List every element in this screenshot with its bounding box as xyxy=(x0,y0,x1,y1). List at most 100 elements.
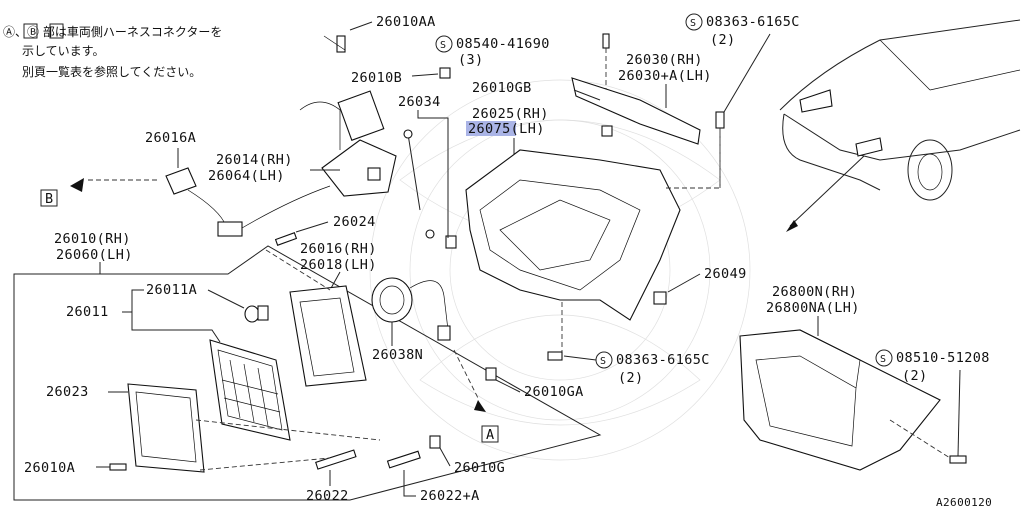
harness-26016A xyxy=(187,189,227,227)
label-26022: 26022 xyxy=(306,488,349,504)
car-pointer-arrow-icon xyxy=(786,220,798,232)
label-08510-51208: 08510-51208 xyxy=(896,350,990,366)
qty-08510: (2) xyxy=(902,368,928,384)
leader-26049 xyxy=(667,273,701,293)
nut-26049 xyxy=(653,291,667,305)
clip-26010G xyxy=(429,435,441,449)
arrow-a-icon xyxy=(474,400,486,412)
label-26010rh: 26010(RH) xyxy=(54,231,131,247)
dashed-align-1 xyxy=(265,249,331,291)
screw-08510 xyxy=(889,369,967,464)
note-line-3: 別頁一覧表を参照してください。 xyxy=(22,64,201,79)
upper-panel-26030 xyxy=(571,77,701,145)
label-ref-b: B xyxy=(45,191,54,207)
qty-08363-top: (2) xyxy=(710,32,736,48)
label-26010GA: 26010GA xyxy=(524,384,584,400)
connector-plug xyxy=(217,221,243,237)
label-26064lh: 26064(LH) xyxy=(208,168,285,184)
sealed-beam-26011 xyxy=(209,339,291,441)
label-26010B: 26010B xyxy=(351,70,402,86)
adjuster-26022 xyxy=(315,449,357,470)
label-26022A: 26022+A xyxy=(420,488,480,504)
label-26010AA: 26010AA xyxy=(376,14,436,30)
car-pointer-line xyxy=(789,155,865,227)
ref-box-a-diagram xyxy=(481,425,499,443)
label-26023: 26023 xyxy=(46,384,89,400)
car-illustration xyxy=(779,19,1021,201)
label-26010G: 26010G xyxy=(454,460,505,476)
label-08363-mid: 08363-6165C xyxy=(616,352,710,368)
label-26016A: 26016A xyxy=(145,130,196,146)
label-26011A: 26011A xyxy=(146,282,197,298)
lamp-assembly-group-outline xyxy=(13,245,602,501)
screw-26010A xyxy=(109,463,127,471)
label-26018lh: 26018(LH) xyxy=(300,257,377,273)
note-line-2: 示しています。 xyxy=(22,44,104,58)
label-26030rh: 26030(RH) xyxy=(626,52,703,68)
connector-26016A xyxy=(165,167,197,195)
housing-opening xyxy=(499,199,611,271)
label-08363-top: 08363-6165C xyxy=(706,14,800,30)
label-26025rh: 26025(RH) xyxy=(472,106,549,122)
s-mark-08510-letter: S xyxy=(880,354,886,365)
s-mark-08510 xyxy=(875,349,893,367)
harness-motor xyxy=(241,185,331,229)
notes-block: Ⓐ、Ⓑ 部は車両側ハーネスコネクターを 示しています。 別頁一覧表を参照してくだ… xyxy=(3,23,222,79)
leader-26034 xyxy=(417,110,449,238)
label-26010A: 26010A xyxy=(24,460,75,476)
ref-box-b-diagram xyxy=(40,189,58,207)
screw-26024 xyxy=(274,232,298,246)
housing-26075 xyxy=(465,149,681,321)
label-26030alh: 26030+A(LH) xyxy=(618,68,712,84)
label-26011: 26011 xyxy=(66,304,109,320)
note-line-1: Ⓐ、Ⓑ 部は車両側ハーネスコネクターを xyxy=(3,24,222,39)
screw-08363-mid xyxy=(547,351,597,361)
leader-26022A xyxy=(403,470,416,497)
s-mark-08363-mid xyxy=(595,351,613,369)
dashed-panel-screw xyxy=(666,130,721,189)
leader-26010GA xyxy=(495,379,521,393)
s-mark-08363-mid-letter: S xyxy=(600,356,606,367)
dashed-align-2 xyxy=(195,419,381,441)
leader-26024 xyxy=(295,221,329,233)
clip-26010GB xyxy=(601,125,613,137)
leader-26010B xyxy=(411,73,439,77)
label-26010GB: 26010GB xyxy=(472,80,532,96)
leader-26011A xyxy=(207,289,245,309)
bulb-26011A xyxy=(244,305,269,323)
bezel-26023 xyxy=(127,383,205,473)
s-mark-08363-top-letter: S xyxy=(690,18,696,29)
highlight-26075 xyxy=(466,121,516,136)
adjuster-26022A xyxy=(386,450,421,469)
dashed-align-3 xyxy=(199,457,331,471)
ref-box-b xyxy=(49,23,64,39)
ref-box-a xyxy=(23,23,38,39)
label-ref-a: A xyxy=(486,427,495,443)
figure-id: A2600120 xyxy=(936,496,992,509)
cover-26800N xyxy=(739,329,941,471)
s-mark-08540 xyxy=(435,35,453,53)
label-26014rh: 26014(RH) xyxy=(216,152,293,168)
arrow-b-icon xyxy=(70,178,84,192)
leader-26010G xyxy=(439,447,451,467)
retaining-frame-26016 xyxy=(289,285,367,387)
label-26800Nrh: 26800N(RH) xyxy=(772,284,857,300)
qty-08363-mid: (2) xyxy=(618,370,644,386)
leader-26011-upper xyxy=(122,289,144,313)
qty-08540: (3) xyxy=(458,52,484,68)
leveling-motor-26014 xyxy=(299,90,397,197)
clip-26010GA xyxy=(485,367,497,381)
label-26034: 26034 xyxy=(398,94,441,110)
housing-inner-frame xyxy=(479,179,641,291)
bolt-26010AA xyxy=(323,21,373,53)
leader-26011-lower xyxy=(131,312,221,343)
s-mark-08540-letter: S xyxy=(440,40,446,51)
leader-26010GB xyxy=(573,89,601,101)
label-26049: 26049 xyxy=(704,266,747,282)
label-26800NAlh: 26800NA(LH) xyxy=(766,300,860,316)
dashed-a-line xyxy=(453,349,479,399)
bulb-socket-26038N xyxy=(371,277,451,341)
label-26016rh: 26016(RH) xyxy=(300,241,377,257)
